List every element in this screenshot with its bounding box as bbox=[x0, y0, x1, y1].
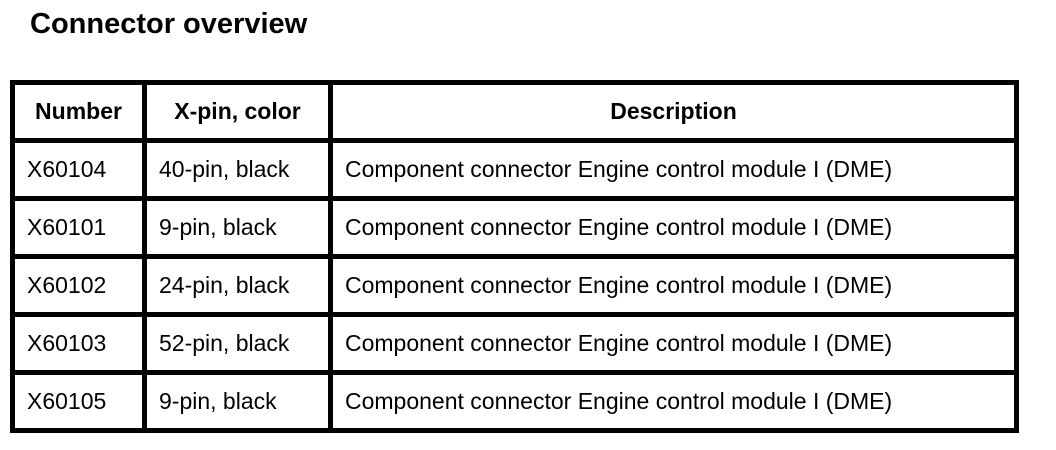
connector-overview-table: Number X-pin, color Description X60104 4… bbox=[10, 80, 1019, 433]
page-title: Connector overview bbox=[30, 8, 308, 40]
column-header-number: Number bbox=[10, 80, 147, 143]
cell-number: X60101 bbox=[10, 196, 147, 259]
cell-description: Component connector Engine control modul… bbox=[328, 370, 1019, 433]
table-row: X60104 40-pin, black Component connector… bbox=[10, 138, 1019, 201]
column-header-xpin-color: X-pin, color bbox=[142, 80, 333, 143]
cell-description: Component connector Engine control modul… bbox=[328, 312, 1019, 375]
cell-xpin-color: 40-pin, black bbox=[142, 138, 333, 201]
table-row: X60103 52-pin, black Component connector… bbox=[10, 312, 1019, 375]
cell-description: Component connector Engine control modul… bbox=[328, 254, 1019, 317]
table-row: X60102 24-pin, black Component connector… bbox=[10, 254, 1019, 317]
cell-number: X60102 bbox=[10, 254, 147, 317]
table-header-row: Number X-pin, color Description bbox=[10, 80, 1019, 143]
cell-xpin-color: 52-pin, black bbox=[142, 312, 333, 375]
cell-number: X60104 bbox=[10, 138, 147, 201]
table-row: X60105 9-pin, black Component connector … bbox=[10, 370, 1019, 433]
cell-number: X60103 bbox=[10, 312, 147, 375]
cell-number: X60105 bbox=[10, 370, 147, 433]
cell-xpin-color: 9-pin, black bbox=[142, 196, 333, 259]
table-row: X60101 9-pin, black Component connector … bbox=[10, 196, 1019, 259]
cell-description: Component connector Engine control modul… bbox=[328, 196, 1019, 259]
cell-xpin-color: 9-pin, black bbox=[142, 370, 333, 433]
cell-xpin-color: 24-pin, black bbox=[142, 254, 333, 317]
cell-description: Component connector Engine control modul… bbox=[328, 138, 1019, 201]
column-header-description: Description bbox=[328, 80, 1019, 143]
